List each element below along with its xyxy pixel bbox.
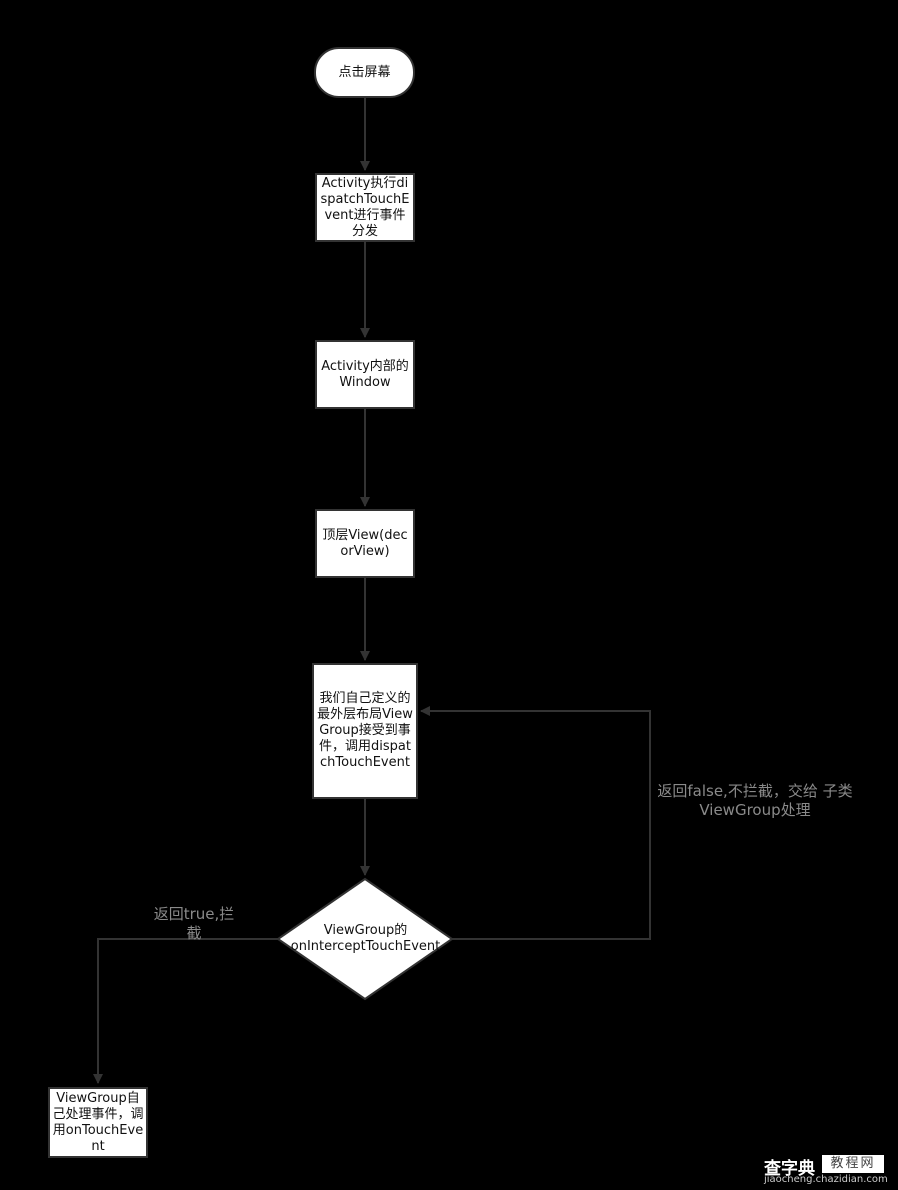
watermark-logo-text: 查字典 (764, 1159, 815, 1179)
self-handle-label: ViewGroup自己处理事件，调用onTouchEvent (52, 1090, 144, 1154)
decor-view-node: 顶层View(decorView) (315, 509, 415, 578)
decision-diamond-shape (276, 877, 454, 1001)
start-node-label: 点击屏幕 (338, 64, 391, 80)
edge-false-loop (420, 706, 651, 940)
outer-viewgroup-label: 我们自己定义的最外层布局ViewGroup接受到事件，调用dispatchTou… (317, 691, 413, 770)
outer-viewgroup-node: 我们自己定义的最外层布局ViewGroup接受到事件，调用dispatchTou… (312, 663, 418, 799)
activity-window-label: Activity内部的Window (321, 358, 409, 390)
self-handle-node: ViewGroup自己处理事件，调用onTouchEvent (48, 1087, 148, 1158)
activity-dispatch-node: Activity执行dispatchTouchEvent进行事件分发 (315, 173, 415, 242)
activity-dispatch-label: Activity执行dispatchTouchEvent进行事件分发 (320, 175, 410, 239)
watermark-url: jiaocheng.chazidian.com (764, 1174, 888, 1185)
watermark-subtitle: 教程网 (822, 1155, 884, 1173)
start-node: 点击屏幕 (315, 48, 414, 97)
watermark-logo: 查字典 教程网 jiaocheng.chazidian.com (764, 1154, 888, 1185)
activity-window-node: Activity内部的Window (315, 340, 415, 409)
decor-view-label: 顶层View(decorView) (322, 527, 408, 559)
false-branch-label: 返回false,不拦截，交给 子类ViewGroup处理 (657, 782, 853, 819)
intercept-decision-node: ViewGroup的onInterceptTouchEvent (288, 919, 443, 959)
edge-true-branch (93, 938, 278, 1084)
intercept-decision-label: ViewGroup的onInterceptTouchEvent (290, 923, 441, 954)
true-branch-label: 返回true,拦截 (153, 905, 235, 942)
